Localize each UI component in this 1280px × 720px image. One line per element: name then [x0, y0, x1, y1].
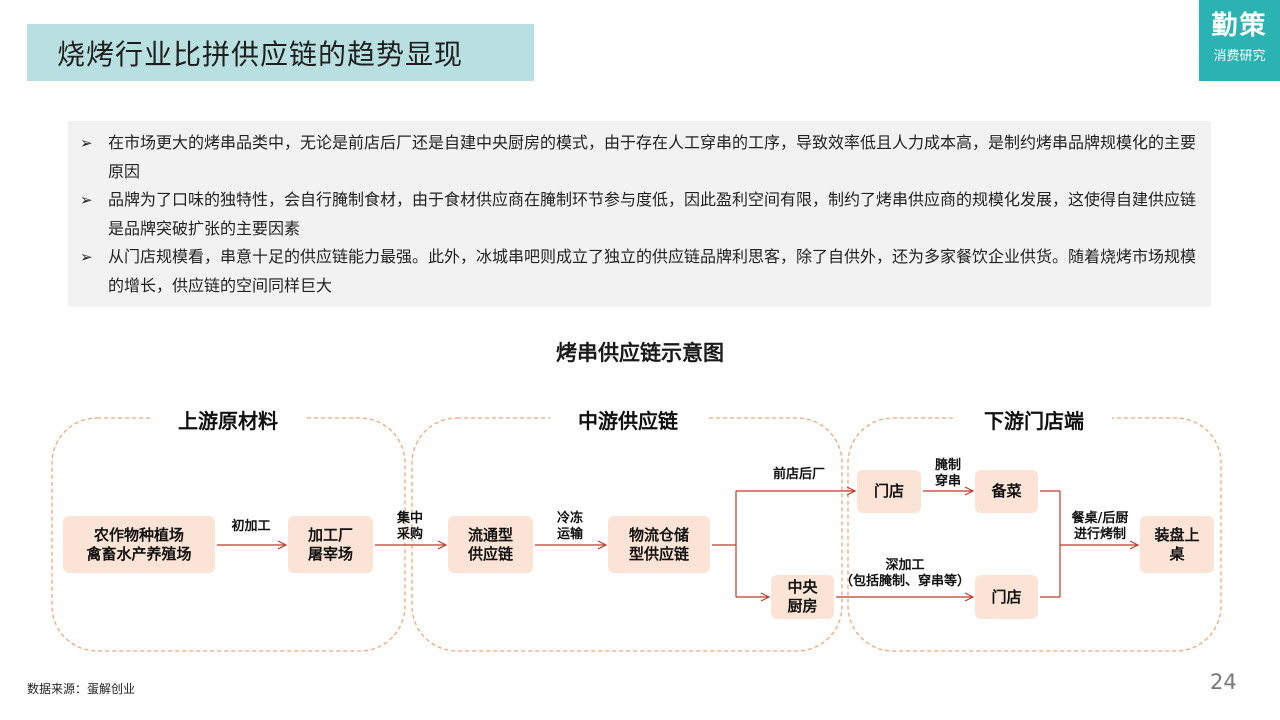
node-store-bottom: 门店	[975, 575, 1038, 619]
bullet-text: 在市场更大的烤串品类中，无论是前店后厂还是自建中央厨房的模式，由于存在人工穿串的…	[108, 133, 1197, 181]
edge-label-cold-chain: 冷冻 运输	[556, 511, 583, 542]
data-source-note: 数据来源：蛋解创业	[27, 682, 136, 696]
edge-label-initial-processing: 初加工	[231, 519, 271, 534]
arrow-bullet-icon: ➢	[80, 191, 93, 209]
title-banner: 烧烤行业比拼供应链的趋势显现	[27, 24, 534, 81]
diagram-title: 烤串供应链示意图	[556, 341, 724, 365]
logo-mark: 勤策	[1211, 11, 1268, 41]
section-label-midstream: 中游供应链	[550, 405, 706, 434]
arrow-bullet-icon: ➢	[80, 248, 93, 266]
bullet-list: ➢ 在市场更大的烤串品类中，无论是前店后厂还是自建中央厨房的模式，由于存在人工穿…	[68, 121, 1211, 307]
arrow-bullet-icon: ➢	[80, 134, 93, 152]
node-farming: 农作物种植场 禽畜水产养殖场	[63, 516, 215, 573]
node-prep: 备菜	[975, 470, 1038, 513]
section-label-upstream: 上游原材料	[150, 405, 306, 434]
upstream-section-border	[51, 417, 406, 652]
page-title: 烧烤行业比拼供应链的趋势显现	[57, 37, 464, 71]
edge-label-deep-processing: 深加工 （包括腌制、穿串等）	[839, 558, 970, 589]
node-serve: 装盘上 桌	[1140, 516, 1214, 573]
edge-label-front-store-back-factory: 前店后厂	[772, 467, 825, 482]
bullet-item: ➢ 品牌为了口味的独特性，会自行腌制食材，由于食材供应商在腌制环节参与度低，因此…	[80, 186, 1201, 243]
edge-label-marinate-skewer: 腌制 穿串	[934, 458, 961, 489]
bullet-text: 从门店规模看，串意十足的供应链能力最强。此外，冰城串吧则成立了独立的供应链品牌利…	[108, 247, 1197, 295]
bullet-text: 品牌为了口味的独特性，会自行腌制食材，由于食材供应商在腌制环节参与度低，因此盈利…	[108, 190, 1197, 238]
brand-logo: 勤策 消费研究	[1199, 0, 1280, 81]
edge-label-plating: 餐桌/后厨 进行烤制	[1071, 511, 1129, 542]
node-processing: 加工厂 屠宰场	[288, 516, 373, 573]
section-label-downstream: 下游门店端	[956, 405, 1112, 434]
edge-label-centralized-purchase: 集中 采购	[396, 511, 423, 542]
bullet-item: ➢ 在市场更大的烤串品类中，无论是前店后厂还是自建中央厨房的模式，由于存在人工穿…	[80, 129, 1201, 186]
logo-caption: 消费研究	[1213, 49, 1266, 64]
node-store-top: 门店	[857, 470, 921, 513]
page-number: 24	[1210, 670, 1237, 694]
node-distribution: 流通型 供应链	[448, 516, 533, 573]
bullet-item: ➢ 从门店规模看，串意十足的供应链能力最强。此外，冰城串吧则成立了独立的供应链品…	[80, 243, 1201, 300]
node-central-kitchen: 中央 厨房	[771, 575, 834, 619]
node-logistics: 物流仓储 型供应链	[608, 516, 710, 573]
